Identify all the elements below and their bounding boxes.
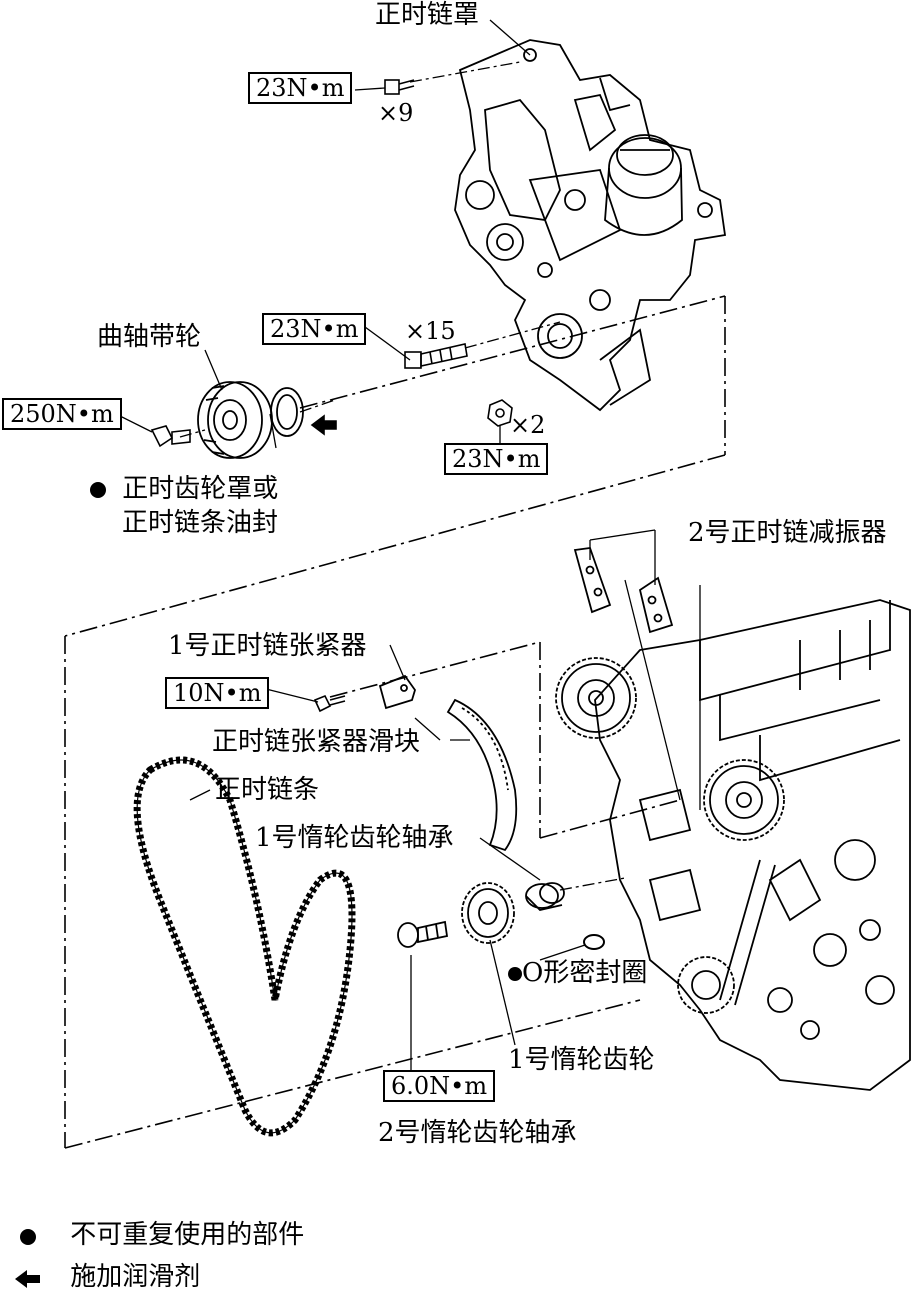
chain-damper-no2-b: [638, 576, 674, 634]
cover-nut: [487, 399, 513, 427]
label-idler-shaft-no2: 2号惰轮齿轮轴承: [378, 1118, 577, 1148]
crank-sprocket: [677, 956, 735, 1014]
label-o-ring: O形密封圈: [508, 958, 647, 988]
timing-chain-cover-illustration: [454, 39, 727, 412]
non-reusable-icon: [90, 482, 106, 498]
label-timing-chain: 正时链条: [215, 775, 320, 805]
label-oil-seal: 正时齿轮罩或: [90, 474, 278, 504]
o-ring-illustration: [583, 934, 605, 950]
cam-sprocket-right: [703, 759, 785, 841]
non-reusable-icon: [20, 1229, 36, 1245]
label-idler-shaft-no1: 1号惰轮齿轮轴承: [255, 823, 454, 853]
engine-block-illustration: [594, 599, 911, 1091]
label-tensioner-no1: 1号正时链张紧器: [168, 631, 367, 661]
torque-cover-nuts: 23N•m: [444, 443, 549, 475]
lube-arrow-icon: [15, 1270, 40, 1288]
label-oil-seal-line2: 正时链条油封: [122, 508, 279, 538]
chain-damper-no2-a: [573, 547, 612, 614]
legend-apply-lube: 施加润滑剂: [8, 1262, 200, 1293]
cover-bolt-top: [384, 79, 415, 95]
label-timing-chain-cover: 正时链罩: [375, 0, 480, 30]
torque-cover-bolts-mid: 23N•m: [262, 313, 367, 345]
timing-chain-loop: [133, 756, 356, 1137]
timing-chain-inner: [136, 759, 353, 1134]
torque-tensioner-bolts: 10N•m: [165, 677, 270, 709]
crank-pulley-illustration: [197, 381, 273, 459]
oil-seal-illustration: [270, 387, 304, 437]
cam-sprocket-left: [555, 657, 637, 739]
qty-mid: ×15: [405, 317, 456, 345]
tensioner-slipper: [446, 698, 518, 852]
qty-top: ×9: [378, 99, 414, 127]
legend-non-reusable: 不可重复使用的部件: [8, 1220, 304, 1251]
label-crank-pulley: 曲轴带轮: [97, 322, 202, 352]
idler-shaft-no1: [525, 882, 565, 911]
label-damper-no2: 2号正时链减振器: [688, 518, 887, 548]
leader-lines: [111, 19, 701, 1070]
label-idler-gear-no1: 1号惰轮齿轮: [508, 1045, 655, 1075]
label-tensioner-slipper: 正时链张紧器滑块: [212, 727, 421, 757]
torque-idler-bolt: 6.0N•m: [383, 1070, 496, 1102]
tensioner-bolts: [313, 694, 346, 713]
idler-gear-no1: [461, 882, 515, 944]
torque-cover-bolts-top: 23N•m: [248, 72, 353, 104]
upper-assembly-frame: [64, 295, 726, 637]
qty-nuts: ×2: [510, 411, 546, 439]
pulley-bolt: [150, 425, 191, 448]
non-reusable-icon: [508, 967, 522, 981]
chain-tensioner-no1: [378, 674, 416, 710]
idler-shaft-no2: [397, 920, 449, 948]
lube-arrow-icon: [310, 414, 337, 436]
cover-bolt-mid: [404, 343, 468, 369]
torque-pulley-bolt: 250N•m: [2, 398, 122, 430]
